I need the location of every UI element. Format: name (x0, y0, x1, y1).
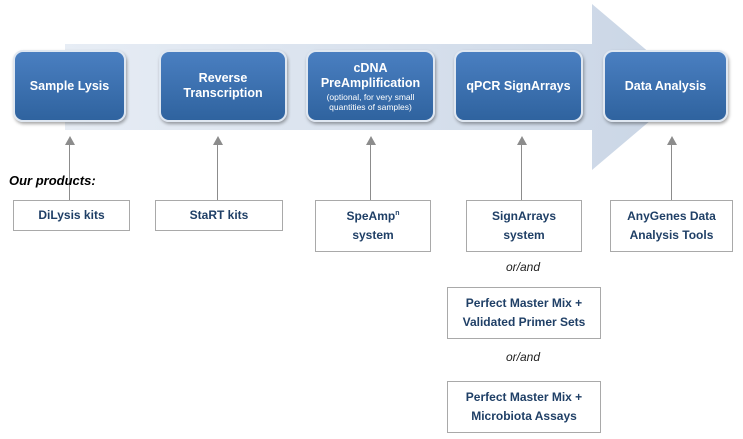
or-and-label: or/and (505, 260, 541, 274)
connector-line (69, 144, 70, 200)
product-label-line2: Microbiota Assays (471, 409, 577, 423)
step-qpcr-signarrays: qPCR SignArrays (454, 50, 583, 122)
product-label: SpeAmpn (347, 207, 400, 226)
step-data-analysis: Data Analysis (603, 50, 728, 122)
or-and-label: or/and (505, 350, 541, 364)
product-label-line2: system (352, 228, 394, 242)
connector-arrowhead (65, 136, 75, 145)
step-label: Reverse Transcription (183, 71, 263, 100)
product-master-mix-microbiota: Perfect Master Mix + Microbiota Assays (447, 381, 601, 433)
step-label: Sample Lysis (29, 78, 110, 93)
connector-line (217, 144, 218, 200)
step-label: Data Analysis (624, 78, 707, 93)
product-label-line2: system (503, 228, 545, 242)
product-label: Perfect Master Mix + (465, 390, 583, 404)
connector-line (521, 144, 522, 200)
step-reverse-transcription: Reverse Transcription (159, 50, 287, 122)
product-name: SpeAmp (346, 209, 396, 223)
product-dilysis-kits: DiLysis kits (13, 200, 130, 231)
step-cdna-preamplification: cDNA PreAmplification (optional, for ver… (306, 50, 435, 122)
connector-line (370, 144, 371, 200)
connector-arrowhead (213, 136, 223, 145)
product-master-mix-primer-sets: Perfect Master Mix + Validated Primer Se… (447, 287, 601, 339)
product-label: StaRT kits (189, 208, 249, 222)
product-label: SignArrays (491, 209, 557, 223)
step-label: qPCR SignArrays (466, 78, 571, 93)
step-sample-lysis: Sample Lysis (13, 50, 126, 122)
product-signarrays-system: SignArrays system (466, 200, 582, 252)
connector-line (671, 144, 672, 200)
connector-arrowhead (517, 136, 527, 145)
products-heading: Our products: (9, 173, 96, 188)
product-label-line2: Analysis Tools (629, 228, 714, 242)
product-anygenes-analysis-tools: AnyGenes Data Analysis Tools (610, 200, 733, 252)
product-label: AnyGenes Data (627, 209, 716, 223)
step-note: (optional, for very small quantities of … (326, 91, 415, 112)
product-speamp-system: SpeAmpn system (315, 200, 431, 252)
product-start-kits: StaRT kits (155, 200, 283, 231)
connector-arrowhead (366, 136, 376, 145)
product-superscript: n (395, 210, 400, 217)
connector-arrowhead (667, 136, 677, 145)
product-label: DiLysis kits (38, 208, 105, 222)
step-label: cDNA PreAmplification (320, 60, 421, 90)
product-label-line2: Validated Primer Sets (462, 315, 586, 329)
product-label: Perfect Master Mix + (465, 296, 583, 310)
